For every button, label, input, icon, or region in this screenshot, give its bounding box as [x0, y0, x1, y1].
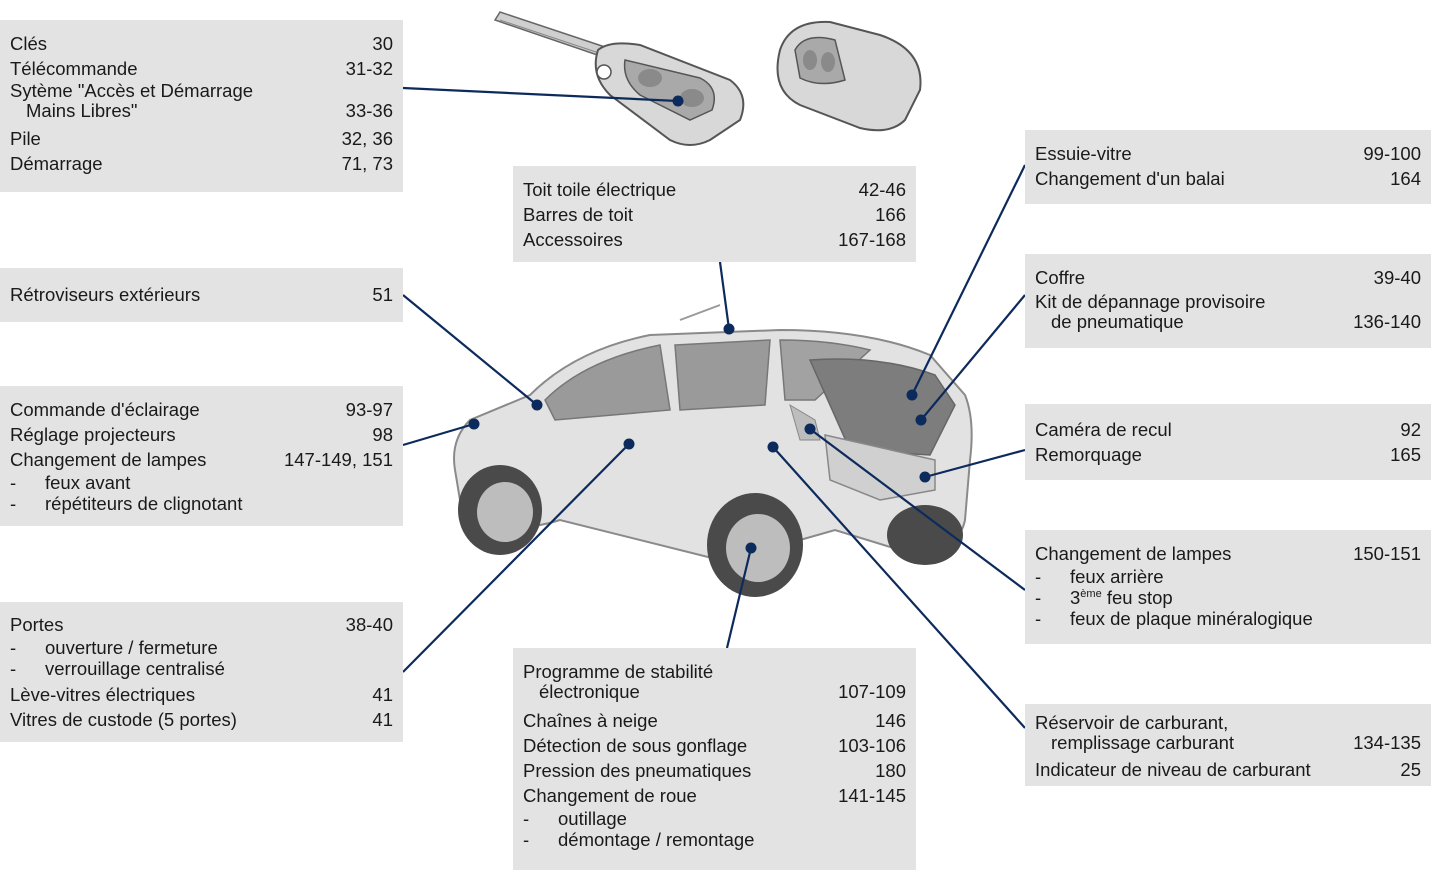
fuel-panel: Réservoir de carburant, remplissage carb…	[1025, 704, 1431, 786]
sub-item: -feux avant	[10, 472, 131, 493]
index-row: Programme de stabilité	[523, 661, 714, 682]
sub-item: -3ème feu stop	[1035, 587, 1173, 608]
index-row: Vitres de custode (5 portes)41	[10, 709, 393, 730]
sub-item: -outillage	[523, 808, 627, 829]
sub-item: -feux arrière	[1035, 566, 1164, 587]
sub-item: -démontage / remontage	[523, 829, 755, 850]
sub-item: -ouverture / fermeture	[10, 637, 218, 658]
index-row: Réservoir de carburant,	[1035, 712, 1229, 733]
leader-lines	[402, 86, 1026, 729]
sub-item: -verrouillage centralisé	[10, 658, 225, 679]
leader-dots	[468, 95, 931, 554]
sub-item: -répétiteurs de clignotant	[10, 493, 243, 514]
sub-item: -feux de plaque minéralogique	[1035, 608, 1313, 629]
car-illustration	[453, 304, 973, 597]
index-row: Kit de dépannage provisoire	[1035, 291, 1266, 312]
flip-key-icon	[493, 11, 745, 146]
index-row: Sytème "Accès et Démarrage	[10, 80, 254, 101]
index-row: Mains Libres"33-36	[26, 100, 393, 121]
remote-fob-icon	[776, 20, 922, 132]
